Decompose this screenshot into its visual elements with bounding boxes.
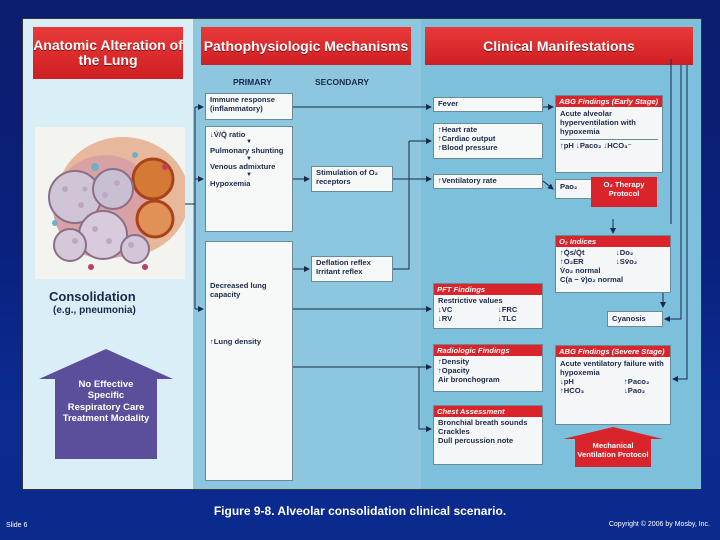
chest-assessment-box: Chest Assessment Bronchial breath sounds… xyxy=(433,405,543,465)
column-secondary-label: SECONDARY xyxy=(315,77,369,87)
pft-tlc: ↓TLC xyxy=(498,314,517,324)
chest-title: Chest Assessment xyxy=(434,406,542,418)
o2-receptors-box: Stimulation of O₂ receptors xyxy=(311,166,393,192)
decreased-lung-capacity-text: Decreased lung capacity xyxy=(210,281,267,299)
abg-severe-title: ABG Findings (Severe Stage) xyxy=(556,346,670,358)
o2-svo2: ↓Sv̄o₂ xyxy=(616,257,638,267)
mech-ventilation-badge: Mechanical Ventilation Protocol xyxy=(563,427,663,467)
abg-early-line: Acute alveolar hyperventilation with hyp… xyxy=(560,109,636,137)
chest-crackles: Crackles xyxy=(438,427,470,437)
venous-admixture-text: Venous admixture xyxy=(210,162,276,172)
hypoxemia-text: Hypoxemia xyxy=(210,178,251,188)
o2-do2: ↓Do₂ xyxy=(616,248,634,258)
vq-mechanism-box: ↓V̇/Q̇ ratio ▼ Pulmonary shunting ▼ Veno… xyxy=(205,126,293,232)
heart-rate-text: ↑Heart rate xyxy=(438,125,478,134)
header-clinical: Clinical Manifestations xyxy=(425,27,693,65)
fever-box: Fever xyxy=(433,97,543,112)
cardiac-output-text: ↑Cardiac output xyxy=(438,133,496,143)
lung-subtitle: (e.g., pneumonia) xyxy=(53,305,136,316)
lung-density-text: ↑Lung density xyxy=(210,336,262,346)
radiologic-title: Radiologic Findings xyxy=(434,345,542,357)
o2-o2er: ↑O₂ER xyxy=(560,257,584,267)
radiologic-density: ↑Density xyxy=(438,357,470,367)
figure-caption: Figure 9-8. Alveolar consolidation clini… xyxy=(213,504,507,518)
abg-severe-paco2: ↑Paco₂ xyxy=(624,377,650,387)
pao2-box: Pao₂ xyxy=(555,179,595,199)
abg-early-title: ABG Findings (Early Stage) xyxy=(556,96,662,108)
radiologic-air-bronchogram: Air bronchogram xyxy=(438,375,500,385)
connector-arrows xyxy=(185,59,688,432)
header-anatomic: Anatomic Alteration of the Lung xyxy=(33,27,183,79)
treatment-arrow-shape xyxy=(39,349,173,459)
o2-therapy-protocol: O₂ Therapy Protocol xyxy=(591,177,657,207)
pft-rv: ↓RV xyxy=(438,314,453,324)
treatment-text: No Effective Specific Respiratory Care T… xyxy=(62,379,150,425)
abg-severe-box: ABG Findings (Severe Stage) Acute ventil… xyxy=(555,345,671,425)
chest-percussion: Dull percussion note xyxy=(438,436,514,446)
pft-title: PFT Findings xyxy=(434,284,542,296)
o2-vo2: V̇o₂ normal xyxy=(560,266,601,276)
abg-severe-pao2: ↓Pao₂ xyxy=(624,386,646,396)
chest-breath-sounds: Bronchial breath sounds xyxy=(438,418,528,428)
o2-indices-box: O₂ Indices ↑Q̇s/Q̇t ↓Do₂ ↑O₂ER ↓Sv̄o₂ V̇o₂… xyxy=(555,235,671,293)
column-primary-label: PRIMARY xyxy=(233,77,272,87)
treatment-badge: No Effective Specific Respiratory Care T… xyxy=(39,349,173,459)
lung-illustration xyxy=(35,127,189,279)
cyanosis-box: Cyanosis xyxy=(607,311,663,327)
radiologic-findings-box: Radiologic Findings ↑Density ↑Opacity Ai… xyxy=(433,344,543,392)
pft-findings-box: PFT Findings Restrictive values ↓VC↓FRC … xyxy=(433,283,543,329)
slide-number: Slide 6 xyxy=(6,522,28,529)
copyright: Copyright © 2006 by Mosby, Inc. xyxy=(608,521,710,528)
cardiac-box: ↑Heart rate ↑Cardiac output ↑Blood press… xyxy=(433,123,543,159)
abg-severe-line: Acute ventilatory failure with hypoxemia xyxy=(560,359,664,378)
lung-title: Consolidation xyxy=(49,289,136,304)
pulmonary-shunting-text: Pulmonary shunting xyxy=(210,146,284,156)
deflation-reflex-box: Deflation reflex Irritant reflex xyxy=(311,256,393,282)
mech-ventilation-text: Mechanical Ventilation Protocol xyxy=(577,441,649,460)
abg-severe-hco3: ↑HCO₃ xyxy=(560,386,585,396)
immune-response-box: Immune response (inflammatory) xyxy=(205,93,293,120)
ventilatory-rate-box: ↑Ventilatory rate xyxy=(433,174,543,189)
o2-cavo2: C(a − v̄)o₂ normal xyxy=(560,275,624,285)
radiologic-opacity: ↑Opacity xyxy=(438,366,470,376)
pft-frc: ↓FRC xyxy=(498,305,518,315)
vq-ratio-text: ↓V̇/Q̇ ratio xyxy=(210,130,246,139)
blood-pressure-text: ↑Blood pressure xyxy=(438,142,498,152)
lung-tissue-image xyxy=(35,127,189,279)
abg-early-box: ABG Findings (Early Stage) Acute alveola… xyxy=(555,95,663,173)
figure-panel: Anatomic Alteration of the Lung Pathophy… xyxy=(22,18,702,490)
pft-vc: ↓VC xyxy=(438,305,453,315)
abg-severe-ph: ↓pH xyxy=(560,377,574,387)
mech-ventilation-arrow xyxy=(563,427,663,467)
lung-capacity-box: Decreased lung capacity ↑Lung density xyxy=(205,241,293,481)
o2-indices-title: O₂ Indices xyxy=(556,236,670,248)
header-patho: Pathophysiologic Mechanisms xyxy=(201,27,411,65)
pft-restrictive-text: Restrictive values xyxy=(438,296,503,306)
o2-qsqt: ↑Q̇s/Q̇t xyxy=(560,248,585,258)
abg-early-ph: ↑pH ↓Paco₂ ↓HCO₃⁻ xyxy=(560,139,658,150)
